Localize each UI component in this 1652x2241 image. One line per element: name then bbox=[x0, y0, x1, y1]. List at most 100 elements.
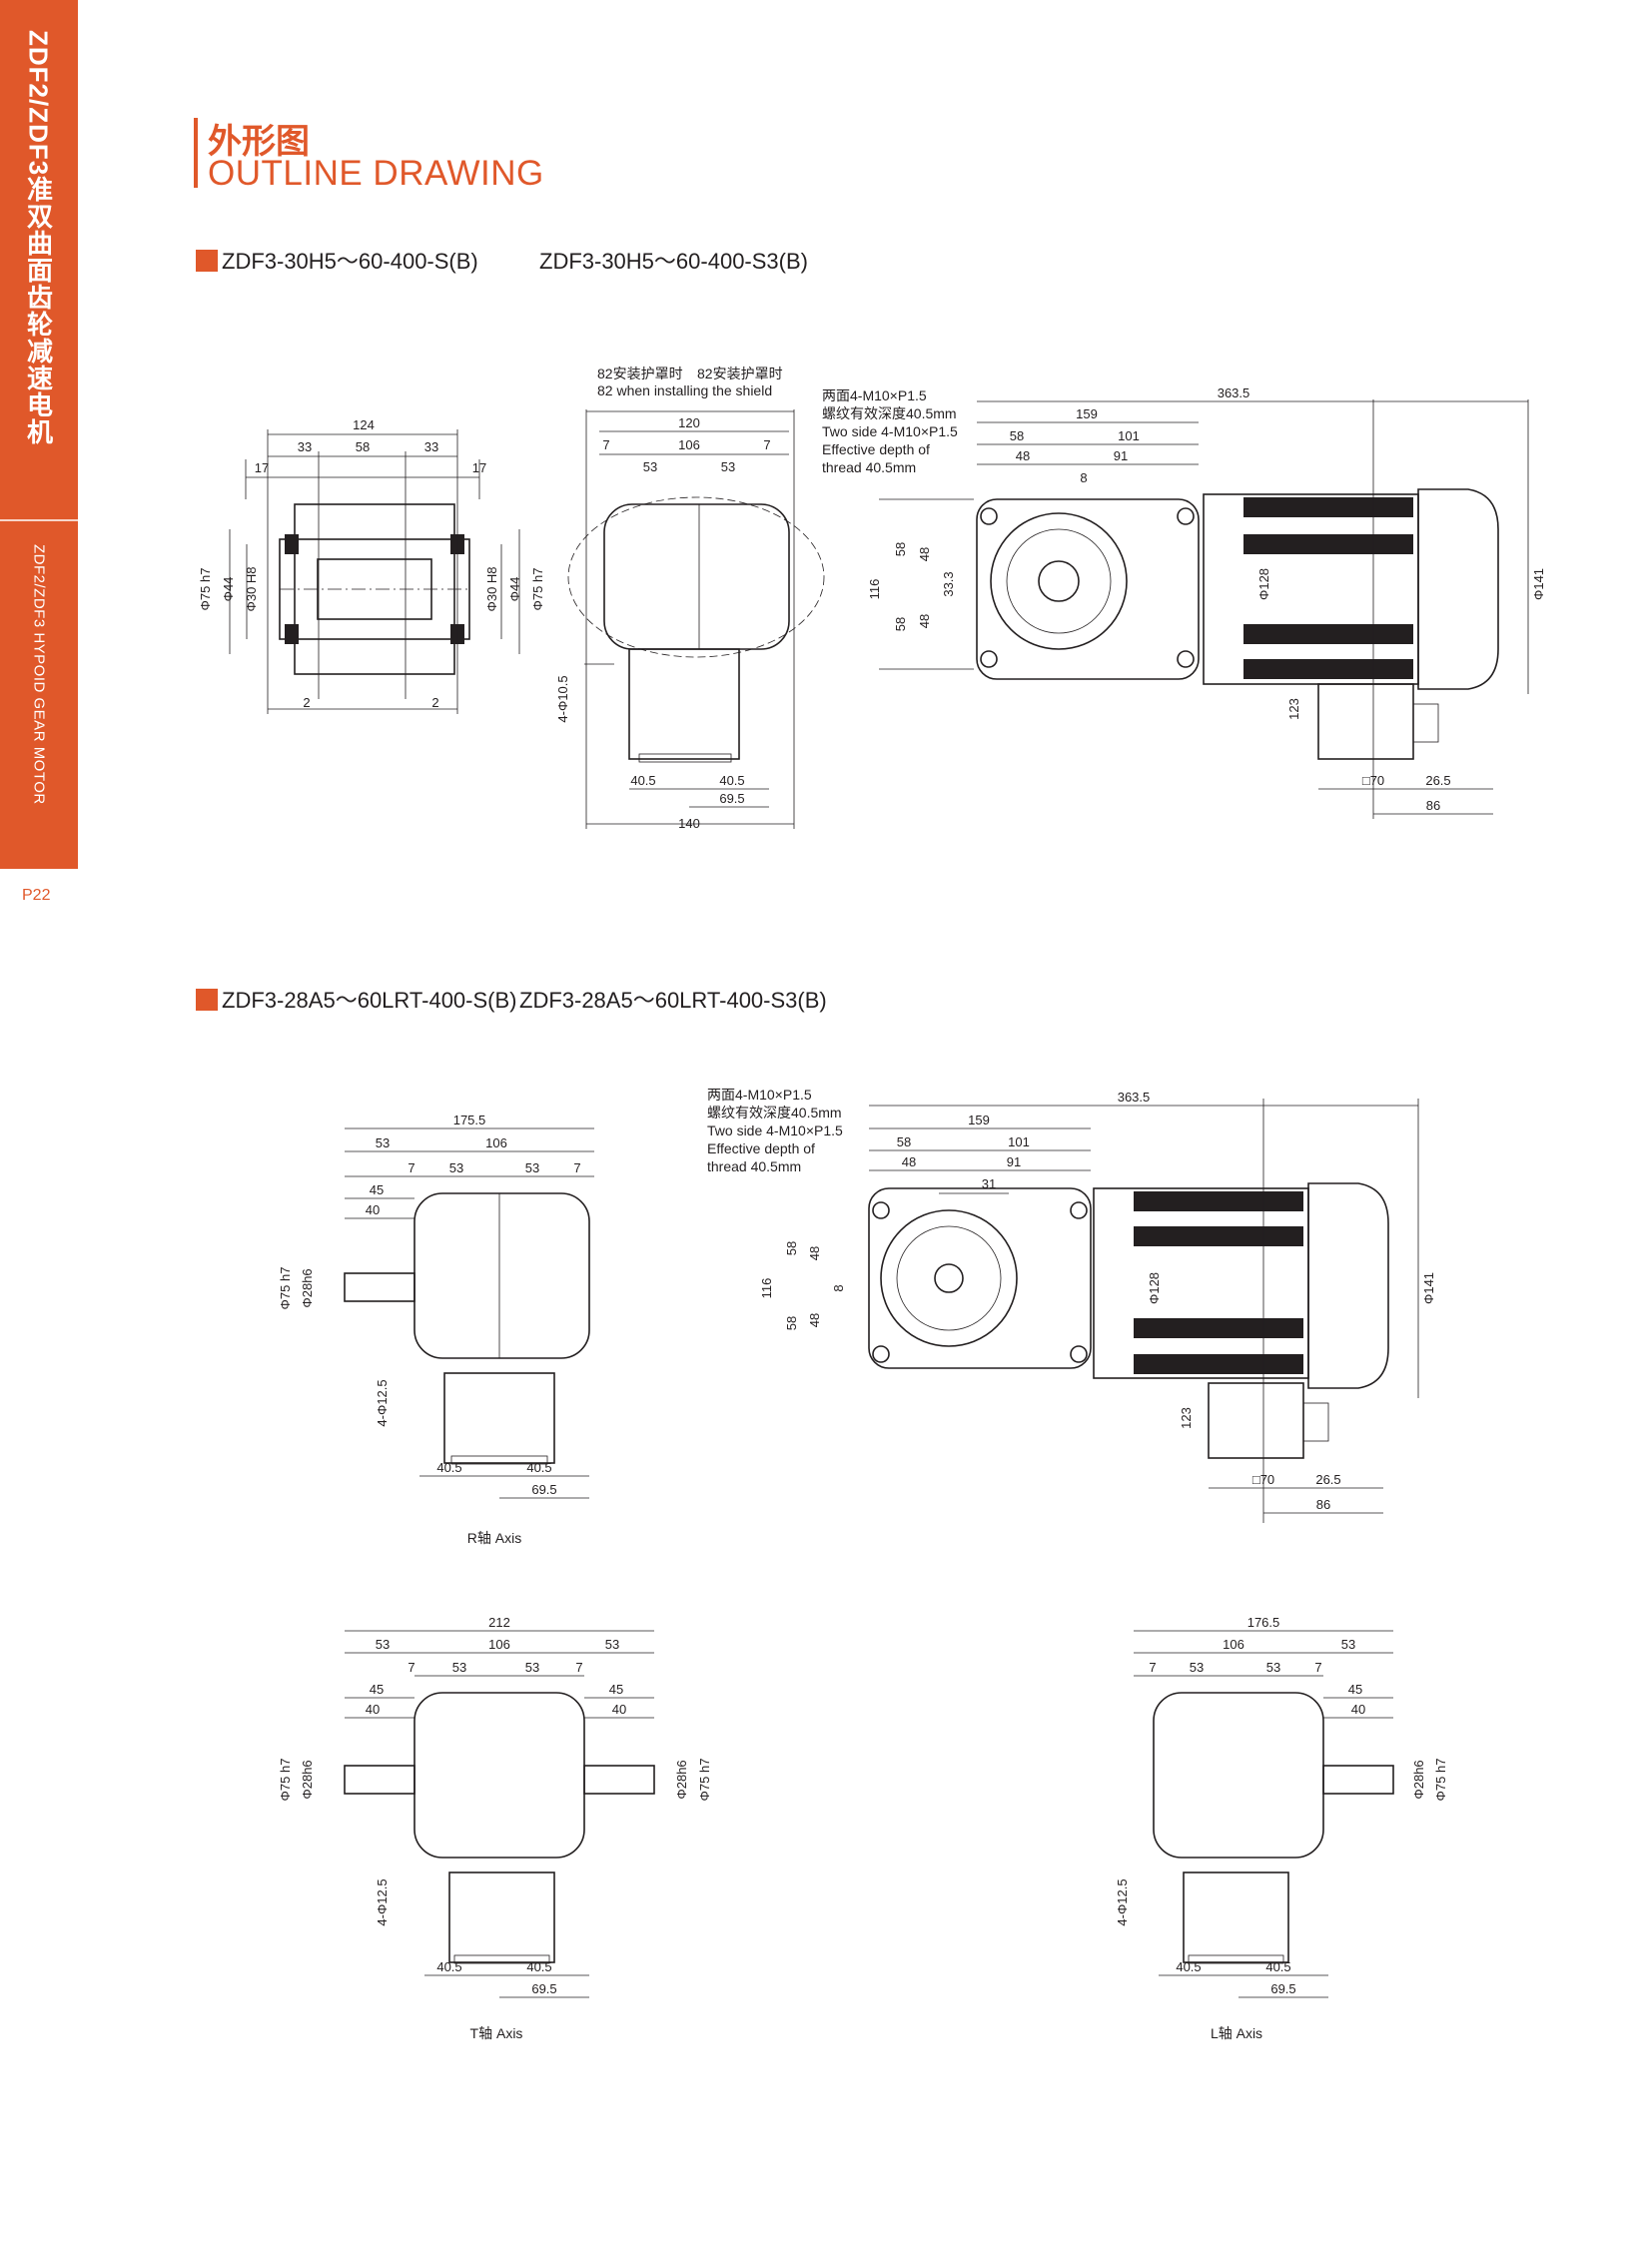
model-heading-c: ZDF3-28A5～60LRT-400-S(B) bbox=[196, 983, 517, 1015]
dim-86: 86 bbox=[1426, 798, 1440, 813]
dim-7a-l: 7 bbox=[1149, 1660, 1156, 1675]
dim-3635: 363.5 bbox=[1218, 385, 1250, 400]
dim-91b: 91 bbox=[1007, 1154, 1021, 1169]
dim-17a: 17 bbox=[255, 460, 269, 475]
dim-7a: 7 bbox=[408, 1160, 414, 1175]
dim-phi75: Φ75 h7 bbox=[278, 1267, 293, 1310]
dim-58: 58 bbox=[1010, 428, 1024, 443]
dim-1755: 175.5 bbox=[453, 1113, 486, 1127]
dim-33a: 33 bbox=[298, 439, 312, 454]
page-number: P22 bbox=[22, 887, 51, 904]
dim-phi75-l: Φ75 h7 bbox=[1433, 1759, 1448, 1802]
dim-phi30-right: Φ30 H8 bbox=[484, 566, 499, 611]
sidebar-top: ZDF2/ZDF3准双曲面齿轮减速电机 bbox=[0, 0, 78, 519]
thread-note-cn2: 螺纹有效深度40.5mm bbox=[822, 405, 957, 421]
thread-note-en3: thread 40.5mm bbox=[822, 459, 916, 475]
dim-sq70: □70 bbox=[1362, 773, 1384, 788]
dim-58b-v1: 58 bbox=[784, 1241, 799, 1255]
drawing-motor-side-top: 两面4-M10×P1.5 螺纹有效深度40.5mm Two side 4-M10… bbox=[822, 385, 1546, 819]
dim-53c-l: 53 bbox=[1266, 1660, 1280, 1675]
dim-45b-t: 45 bbox=[609, 1682, 623, 1697]
dim-212: 212 bbox=[488, 1615, 510, 1630]
thread-note2-en2: Effective depth of bbox=[707, 1140, 815, 1156]
dim-53b-t: 53 bbox=[605, 1637, 619, 1652]
dim-48-v2: 48 bbox=[917, 614, 932, 628]
dim-695: 69.5 bbox=[719, 791, 744, 806]
dim-120: 120 bbox=[678, 415, 700, 430]
model-heading-b: ZDF3-30H5～60-400-S3(B) bbox=[539, 249, 808, 274]
heading-cn: 外形图 bbox=[208, 123, 310, 161]
dim-48b-v1: 48 bbox=[807, 1246, 822, 1260]
orange-square-icon bbox=[196, 989, 218, 1011]
dim-4phi12: 4-Φ12.5 bbox=[375, 1379, 390, 1426]
dim-405a: 40.5 bbox=[436, 1460, 461, 1475]
dim-7a-t: 7 bbox=[408, 1660, 414, 1675]
dim-45-l: 45 bbox=[1348, 1682, 1362, 1697]
dim-40-l: 40 bbox=[1351, 1702, 1365, 1717]
dim-phi28b-t: Φ28h6 bbox=[674, 1760, 689, 1799]
dim-8: 8 bbox=[1080, 470, 1087, 485]
dim-53a: 53 bbox=[643, 459, 657, 474]
thread-note-en1: Two side 4-M10×P1.5 bbox=[822, 423, 958, 439]
dim-695-l: 69.5 bbox=[1270, 1981, 1295, 1996]
dim-58-v2: 58 bbox=[893, 617, 908, 631]
dim-phi75-left: Φ75 h7 bbox=[198, 568, 213, 611]
dim-123: 123 bbox=[1286, 698, 1301, 720]
sidebar: ZDF2/ZDF3准双曲面齿轮减速电机 ZDF2/ZDF3 HYPOID GEA… bbox=[0, 0, 78, 869]
dim-695: 69.5 bbox=[531, 1482, 556, 1497]
dim-48-v1: 48 bbox=[917, 547, 932, 561]
drawing-motor-side-bottom: 两面4-M10×P1.5 螺纹有效深度40.5mm Two side 4-M10… bbox=[707, 1087, 1436, 1523]
shield-note-en: 82 when installing the shield bbox=[597, 382, 772, 398]
dim-53: 53 bbox=[376, 1135, 390, 1150]
dim-17b: 17 bbox=[472, 460, 486, 475]
dim-48: 48 bbox=[1016, 448, 1030, 463]
dim-4phi10: 4-Φ10.5 bbox=[555, 675, 570, 722]
dim-405a-t: 40.5 bbox=[436, 1959, 461, 1974]
series-title: ZDF2/ZDF3准双曲面齿轮减速电机 bbox=[23, 30, 54, 446]
dim-101b: 101 bbox=[1008, 1134, 1030, 1149]
orange-square-icon bbox=[196, 250, 218, 272]
dim-sq70b: □70 bbox=[1252, 1472, 1274, 1487]
dim-7b: 7 bbox=[763, 437, 770, 452]
dim-31: 31 bbox=[982, 1176, 996, 1191]
thread-note2-en1: Two side 4-M10×P1.5 bbox=[707, 1122, 843, 1138]
dim-phi44-right: Φ44 bbox=[507, 577, 522, 602]
dim-405b: 40.5 bbox=[719, 773, 744, 788]
dim-159b: 159 bbox=[968, 1113, 990, 1127]
dim-58b: 58 bbox=[897, 1134, 911, 1149]
dim-53b-l: 53 bbox=[1190, 1660, 1204, 1675]
dim-phi28-l: Φ28h6 bbox=[1411, 1760, 1426, 1799]
model-heading-d: ZDF3-28A5～60LRT-400-S3(B) bbox=[519, 988, 827, 1013]
dim-phi28: Φ28h6 bbox=[300, 1268, 315, 1307]
dim-8b: 8 bbox=[831, 1284, 846, 1291]
axis-label-t: T轴 Axis bbox=[470, 2025, 523, 2041]
dim-phi128b: Φ128 bbox=[1147, 1272, 1162, 1304]
thread-note2-cn1: 两面4-M10×P1.5 bbox=[707, 1087, 812, 1103]
dim-53c: 53 bbox=[525, 1160, 539, 1175]
thread-note-cn1: 两面4-M10×P1.5 bbox=[822, 387, 927, 403]
drawing-r-axis: 175.5 53 106 7 53 53 7 45 40 Φ75 h7 Φ28h… bbox=[278, 1113, 594, 1546]
dim-116: 116 bbox=[867, 579, 882, 600]
dim-7b-t: 7 bbox=[575, 1660, 582, 1675]
dim-124: 124 bbox=[353, 417, 375, 432]
dim-phi141b: Φ141 bbox=[1421, 1272, 1436, 1304]
dim-106-l: 106 bbox=[1223, 1637, 1244, 1652]
dim-405a-l: 40.5 bbox=[1176, 1959, 1201, 1974]
dim-33b: 33 bbox=[424, 439, 438, 454]
dim-phi75a-t: Φ75 h7 bbox=[278, 1759, 293, 1802]
dim-2a: 2 bbox=[303, 695, 310, 710]
dim-140: 140 bbox=[678, 816, 700, 831]
drawing-t-axis: 212 53 106 53 7 53 53 7 45 45 40 40 Φ75 … bbox=[278, 1615, 712, 2041]
dim-2b: 2 bbox=[431, 695, 438, 710]
dim-333: 33.3 bbox=[941, 571, 956, 596]
dim-phi75-right: Φ75 h7 bbox=[530, 568, 545, 611]
thread-note2-cn2: 螺纹有效深度40.5mm bbox=[707, 1105, 842, 1120]
dim-40a-t: 40 bbox=[366, 1702, 380, 1717]
dim-45a-t: 45 bbox=[370, 1682, 384, 1697]
model-heading-a: ZDF3-30H5～60-400-S(B) bbox=[196, 244, 478, 276]
dim-106: 106 bbox=[678, 437, 700, 452]
dim-405b: 40.5 bbox=[526, 1460, 551, 1475]
dim-53b: 53 bbox=[721, 459, 735, 474]
dim-405b-t: 40.5 bbox=[526, 1959, 551, 1974]
